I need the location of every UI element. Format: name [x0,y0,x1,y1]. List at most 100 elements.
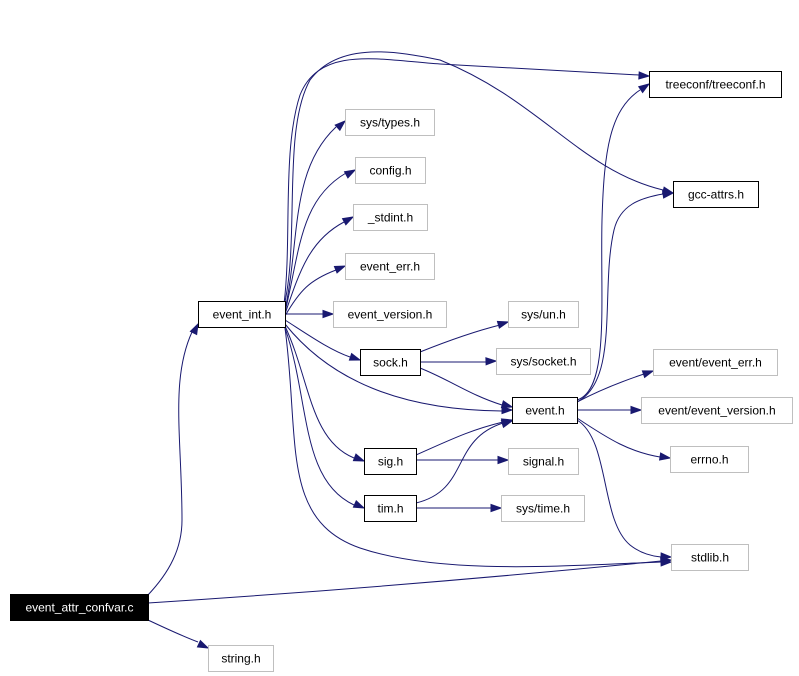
node-box [649,71,782,98]
node-config: config.h [355,157,426,184]
edge-event-int-to-event-err [284,269,337,317]
arrowhead-event-to-event-event-version [630,405,643,415]
node-label: sock.h [373,356,408,370]
node-sock[interactable]: sock.h [360,349,421,376]
arrowhead-event-int-to-stdint [341,216,355,226]
edge-event-attr-confvar-to-stdlib [147,560,662,604]
node-box [333,301,447,328]
node-label: config.h [369,164,411,178]
arrowhead-tim-to-sys-time [490,503,503,513]
node-box [508,448,579,475]
edge-event-to-event-event-err [576,373,645,403]
edge-sig-to-event [415,421,504,456]
node-box [653,349,778,376]
arrowhead-event-int-to-event-version [322,309,335,319]
node-label: gcc-attrs.h [688,188,744,202]
node-sys-un: sys/un.h [508,301,579,328]
node-tim[interactable]: tim.h [364,495,417,522]
node-sig[interactable]: sig.h [364,448,417,475]
edge-event-int-to-tim [284,327,355,506]
edge-event-int-to-sock [284,319,351,358]
node-signal: signal.h [508,448,579,475]
arrowhead-event-int-to-treeconf [638,71,651,80]
edge-event-int-to-stdlib [284,327,662,568]
node-label: event/event_version.h [658,404,775,418]
node-event-int[interactable]: event_int.h [198,301,286,328]
edge-sock-to-sys-un [419,324,501,353]
node-label: sys/un.h [521,308,566,322]
node-label: event/event_err.h [669,356,762,370]
node-box [208,645,274,672]
arrowhead-event-int-to-sock [348,352,362,361]
node-stdint: _stdint.h [353,204,428,231]
arrowhead-tim-to-event [500,420,514,429]
node-box [364,495,417,522]
arrowhead-sock-to-sys-socket [485,357,498,366]
arrowhead-event-to-errno [658,452,672,461]
node-treeconf[interactable]: treeconf/treeconf.h [649,71,782,98]
arrowhead-event-int-to-event-err [333,265,347,274]
node-label: event_int.h [213,308,272,322]
node-event[interactable]: event.h [512,397,578,424]
edge-event-int-to-sig [284,325,355,459]
node-event-event-version: event/event_version.h [641,397,793,424]
node-label: string.h [221,652,260,666]
node-label: sig.h [378,455,403,469]
arrowhead-sock-to-event [500,400,514,409]
node-box [355,157,426,184]
edge-sock-to-event [419,367,503,406]
node-label: event_attr_confvar.c [25,601,133,615]
node-box [353,204,428,231]
node-label: errno.h [690,453,728,467]
node-label: sys/socket.h [510,355,576,369]
node-box [671,544,749,571]
node-string: string.h [208,645,274,672]
edge-event-to-stdlib [576,419,662,558]
arrowhead-event-to-event-event-err [641,370,655,379]
edge-event-int-to-sys-types [284,126,337,311]
arrowhead-event-to-stdlib [660,552,673,561]
arrowhead-event-int-to-stdlib [660,558,673,567]
node-label: event.h [525,404,564,418]
node-label: tim.h [377,502,403,516]
node-box [512,397,578,424]
edge-event-int-to-config [284,172,347,313]
edge-event-int-to-treeconf [283,58,640,305]
arrowhead-sock-to-sys-un [496,320,510,329]
node-label: event_err.h [360,260,420,274]
node-event-err: event_err.h [345,253,435,280]
arrowhead-event-int-to-tim [352,499,366,509]
node-label: event_version.h [348,308,433,322]
node-label: _stdint.h [367,211,413,225]
node-errno: errno.h [670,446,749,473]
node-gcc-attrs[interactable]: gcc-attrs.h [673,181,759,208]
edge-event-to-gcc-attrs [576,193,664,403]
edge-event-attr-confvar-to-string [147,619,199,643]
arrowhead-sig-to-signal [497,455,510,465]
node-label: signal.h [523,455,564,469]
node-box [10,594,149,621]
node-box [345,109,435,136]
node-event-event-err: event/event_err.h [653,349,778,376]
arrowhead-event-attr-confvar-to-string [196,639,210,649]
node-box [198,301,286,328]
arrowhead-event-to-treeconf [637,83,651,94]
nodes: event_attr_confvar.c event_int.h treeconf/… [10,71,793,672]
edge-tim-to-event [415,422,504,504]
node-label: treeconf/treeconf.h [665,78,765,92]
edge-event-to-errno [576,417,661,458]
node-box [364,448,417,475]
arrowhead-event-int-to-config [343,169,357,179]
edge-event-int-to-stdint [284,221,345,315]
node-label: sys/types.h [360,116,420,130]
node-box [508,301,579,328]
node-event-attr-confvar[interactable]: event_attr_confvar.c [10,594,149,621]
node-sys-types: sys/types.h [345,109,435,136]
node-event-version: event_version.h [333,301,447,328]
node-box [673,181,759,208]
node-box [345,253,435,280]
node-box [670,446,749,473]
node-label: stdlib.h [691,551,729,565]
arrowhead-event-to-gcc-attrs [661,190,675,199]
